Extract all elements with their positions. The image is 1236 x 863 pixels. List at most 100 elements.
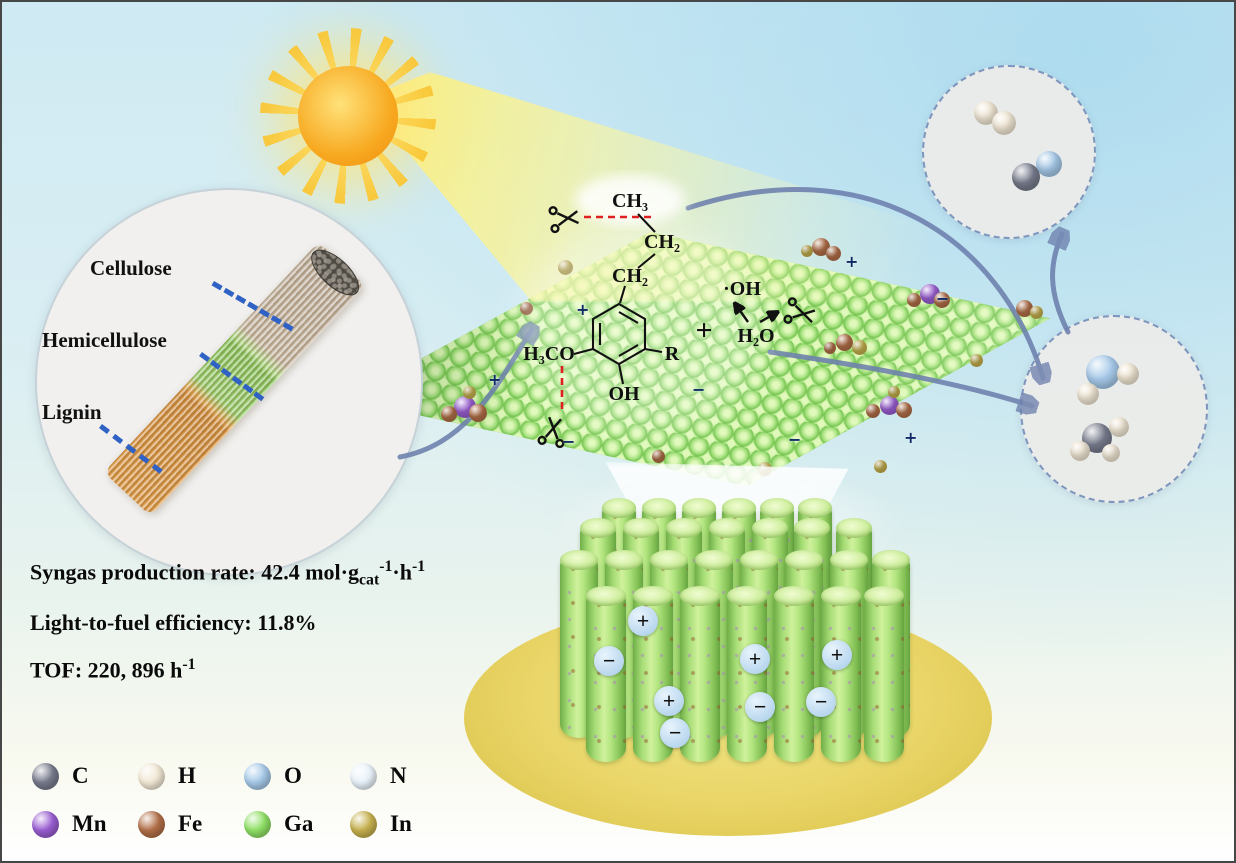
o-atom xyxy=(1036,151,1062,177)
fe-particle xyxy=(907,293,921,307)
legend-item-c: C xyxy=(32,762,138,790)
nanorod-top xyxy=(864,586,904,606)
fe-particle xyxy=(836,334,853,351)
surface-charge-plus: + xyxy=(488,370,502,389)
charge-badge-plus: + xyxy=(654,686,684,716)
in-atom-icon xyxy=(350,810,377,838)
charge-badge-minus: − xyxy=(660,718,690,748)
h-atom xyxy=(1117,363,1139,385)
n-atom-icon xyxy=(350,762,377,790)
nanorod xyxy=(821,586,861,762)
surface-charge-minus: − xyxy=(562,432,576,451)
syngas-rate-mid: ·h xyxy=(392,559,412,585)
label-lignin: Lignin xyxy=(42,400,102,424)
ga-atom-icon xyxy=(244,810,271,838)
nanorod-top xyxy=(642,498,676,518)
tof-prefix: TOF: 220, 896 h xyxy=(30,657,183,683)
surface-charge-minus: − xyxy=(692,380,706,399)
nanorod xyxy=(727,586,767,762)
mn-atom-icon xyxy=(32,810,59,838)
legend-label: Mn xyxy=(72,811,107,836)
sun-icon xyxy=(260,28,436,204)
charge-badge-plus: + xyxy=(628,606,658,636)
tof-sup: -1 xyxy=(182,655,196,673)
surface-charge-plus: + xyxy=(845,252,859,271)
legend-row: C H O N xyxy=(32,752,456,800)
nanorod-top xyxy=(623,518,659,538)
product-circle-top xyxy=(922,65,1096,239)
fe-particle xyxy=(866,404,880,418)
charge-badge-plus: + xyxy=(822,640,852,670)
syngas-rate-sup2: -1 xyxy=(412,558,426,575)
in-particle xyxy=(970,354,983,367)
charge-badge-plus: + xyxy=(740,644,770,674)
nanorod-top xyxy=(821,586,861,606)
nanorod-top xyxy=(586,586,626,606)
molecule-plus: + xyxy=(695,314,712,347)
fe-particle xyxy=(441,406,457,422)
h-atom xyxy=(992,111,1016,135)
nanorod-top xyxy=(709,518,745,538)
efficiency-text: Light-to-fuel efficiency: 11.8% xyxy=(30,609,317,635)
c-atom-icon xyxy=(32,762,59,790)
nanorod-top xyxy=(682,498,716,518)
element-legend: C H O N Mn Fe Ga In xyxy=(32,752,456,848)
legend-label: Fe xyxy=(178,811,203,836)
molecule-r: R xyxy=(665,343,680,365)
legend-item-fe: Fe xyxy=(138,810,244,838)
nanorod-top xyxy=(602,498,636,518)
h-atom-icon xyxy=(138,762,165,790)
nanorod-top xyxy=(633,586,673,606)
o-atom-icon xyxy=(244,762,271,790)
nanorod-top xyxy=(722,498,756,518)
nanorod-top xyxy=(695,550,733,570)
legend-item-o: O xyxy=(244,762,350,790)
surface-charge-minus: − xyxy=(936,289,950,308)
nanorod-top xyxy=(872,550,910,570)
nanorod xyxy=(774,586,814,762)
charge-badge-minus: − xyxy=(806,687,836,717)
h-atom xyxy=(1077,383,1099,405)
legend-item-n: N xyxy=(350,762,456,790)
nanorod-top xyxy=(666,518,702,538)
legend-item-h: H xyxy=(138,762,244,790)
lignin-molecule: CH₃ CH₂ CH₂ H₃CO OH R + ·OH H₂O xyxy=(517,175,818,449)
legend-label: O xyxy=(284,763,302,788)
scissors-icon xyxy=(548,203,581,234)
nanorod-top xyxy=(680,586,720,606)
stats-block: Syngas production rate: 42.4 mol·gcat-1·… xyxy=(30,558,425,703)
molecule-h3co: H₃CO xyxy=(523,343,575,365)
molecule-bonds xyxy=(573,213,663,385)
legend-item-ga: Ga xyxy=(244,810,350,838)
label-cellulose: Cellulose xyxy=(90,256,172,280)
water-label: H₂O xyxy=(737,325,774,347)
syngas-rate-sub: cat xyxy=(359,571,380,589)
charge-badge-minus: − xyxy=(594,646,624,676)
scissors-icon xyxy=(782,296,818,330)
c-atom xyxy=(1012,163,1040,191)
in-particle xyxy=(463,386,476,399)
in-particle xyxy=(852,340,867,355)
legend-label: C xyxy=(72,763,89,788)
charge-badge-minus: − xyxy=(745,692,775,722)
h-atom xyxy=(1109,417,1129,437)
legend-label: N xyxy=(390,763,407,788)
h-atom xyxy=(1102,444,1120,462)
syngas-rate-text: Syngas production rate: 42.4 mol·gcat-1·… xyxy=(30,558,425,590)
bond-cut-lines xyxy=(560,215,652,412)
legend-label: Ga xyxy=(284,811,314,836)
surface-charge-plus: + xyxy=(576,300,590,319)
nanorod-top xyxy=(830,550,868,570)
hydroxyl-radical-label: ·OH xyxy=(723,278,761,300)
nanorod-top xyxy=(785,550,823,570)
h-atom xyxy=(1070,441,1090,461)
nanorod-top xyxy=(774,586,814,606)
arrow-products-to-syngas xyxy=(1053,234,1068,335)
nanorod xyxy=(864,586,904,762)
molecule-ch2: CH₂ xyxy=(644,231,680,253)
sun-core xyxy=(298,66,398,166)
molecule-glow xyxy=(517,222,767,432)
in-particle xyxy=(1030,306,1043,319)
legend-label: In xyxy=(390,811,412,836)
